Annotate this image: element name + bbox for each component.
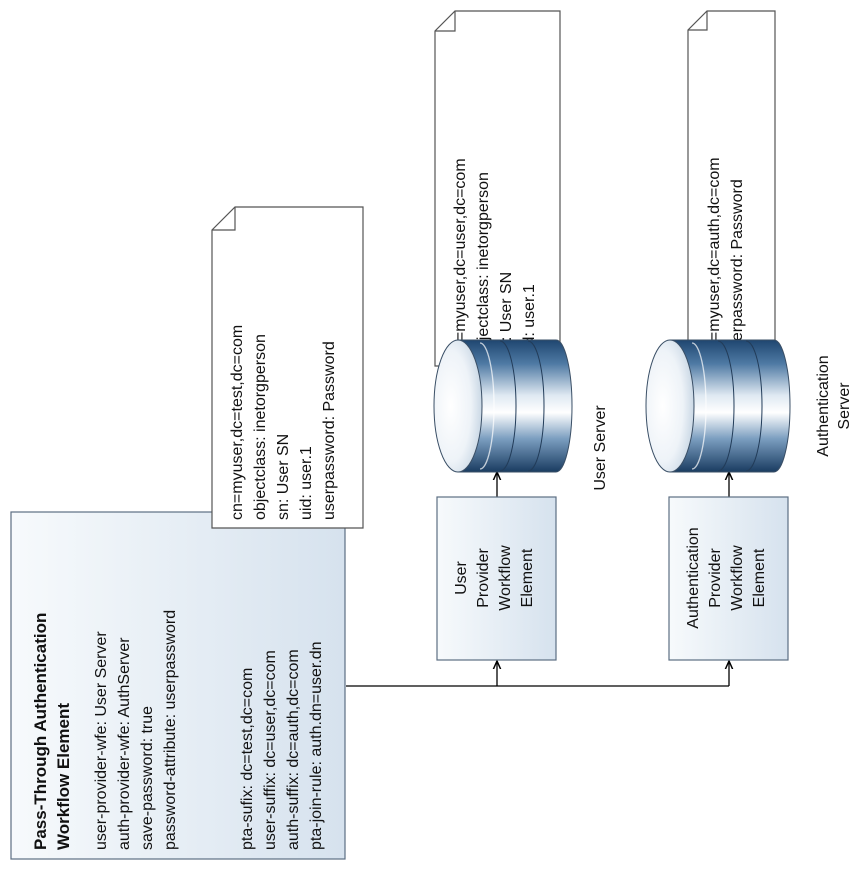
auth-server-label-line-1: Authentication	[815, 355, 832, 456]
user-server-label: User Server	[592, 405, 609, 491]
user-provider-label-line-2: Provider	[475, 548, 492, 608]
user-provider-label-line-4: Element	[519, 548, 536, 607]
auth-provider-label-line-1: Authentication	[685, 527, 702, 628]
user-provider-label-line-1: User	[453, 560, 470, 594]
pta-entry-line-1: cn=myuser,dc=test,dc=com	[229, 325, 246, 520]
auth-provider-label-line-3: Workflow	[729, 545, 746, 611]
pta-suffix-line-2: user-suffix: dc=user,dc=com	[262, 650, 279, 850]
pta-suffix-line-1: pta-sufix: dc=test,dc=com	[239, 668, 256, 850]
pta-title-line-2: Workflow Element	[54, 703, 73, 850]
auth-provider-workflow-element: Authentication Provider Workflow Element	[668, 496, 789, 661]
auth-entry-line-2: userpassword: Password	[729, 179, 746, 358]
pta-workflow-element: Pass-Through Authentication Workflow Ele…	[10, 511, 346, 860]
user-entry-note: cn=myuser,dc=user,dc=com objectclass: in…	[434, 10, 561, 367]
pta-title-line-1: Pass-Through Authentication	[31, 613, 50, 850]
user-provider-label-line-3: Workflow	[497, 545, 514, 611]
user-provider-workflow-element: User Provider Workflow Element	[436, 496, 557, 661]
connectors	[346, 472, 729, 687]
pta-entry-line-3: sn: User SN	[275, 434, 292, 520]
pta-entry-note: cn=myuser,dc=test,dc=com objectclass: in…	[211, 206, 364, 529]
pta-entry-line-2: objectclass: inetorgperson	[252, 334, 269, 520]
auth-entry-note: cn=myuser,dc=auth,dc=com userpassword: P…	[687, 10, 776, 367]
auth-server-label-line-2: Server	[836, 382, 853, 430]
pta-prop-line-4: password-attribute: userpassword	[162, 610, 179, 850]
user-server-database-icon	[433, 339, 573, 473]
pta-suffix-line-4: pta-join-rule: auth.dn=user.dn	[308, 641, 325, 850]
auth-server-database-icon	[645, 339, 791, 473]
auth-provider-label-line-4: Element	[751, 548, 768, 607]
auth-provider-label-line-2: Provider	[707, 548, 724, 608]
pta-entry-line-5: userpassword: Password	[321, 341, 338, 520]
pta-prop-line-1: user-provider-wfe: User Server	[93, 631, 110, 850]
user-entry-line-2: objectclass: inetorgperson	[475, 172, 492, 358]
user-entry-line-3: sn: User SN	[498, 272, 515, 358]
auth-entry-line-1: cn=myuser,dc=auth,dc=com	[706, 157, 723, 358]
pta-entry-line-4: uid: user.1	[298, 446, 315, 520]
pta-prop-line-2: auth-provider-wfe: AuthServer	[116, 637, 133, 850]
pta-prop-line-3: save-password: true	[139, 706, 156, 850]
user-entry-line-1: cn=myuser,dc=user,dc=com	[452, 158, 469, 358]
pta-suffix-line-3: auth-suffix: dc=auth,dc=com	[285, 649, 302, 850]
